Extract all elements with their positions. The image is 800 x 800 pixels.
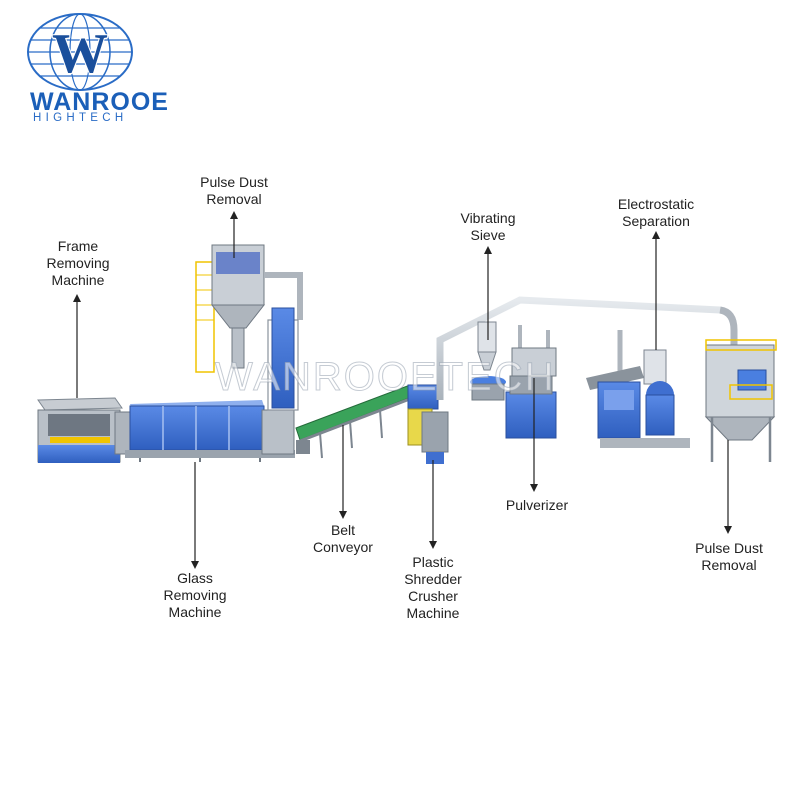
glass-removing-machine: [114, 400, 295, 462]
watermark: WANROOETECH: [215, 355, 556, 400]
pulverizer: [505, 347, 557, 439]
pulse-dust-removal-right: [704, 339, 777, 462]
logo-subtitle: HIGHTECH: [33, 112, 128, 124]
label-pulverizer: Pulverizer: [505, 497, 569, 513]
logo-mark: W: [52, 23, 108, 85]
label-pulse-dust-right: Pulse Dust Removal: [695, 540, 763, 573]
logo-globe: W: [27, 13, 133, 91]
pipe-network: [436, 296, 738, 400]
label-frame-removing: Frame Removing Machine: [46, 238, 110, 288]
electrostatic-separator: [586, 349, 690, 448]
label-pulse-dust-top: Pulse Dust Removal: [200, 174, 268, 207]
label-plastic-shredder: Plastic Shredder Crusher Machine: [404, 554, 462, 621]
plastic-shredder: [407, 384, 449, 464]
label-belt-conveyor: Belt Conveyor: [313, 522, 373, 555]
label-glass-removing: Glass Removing Machine: [163, 570, 227, 620]
vibrating-sieve: [470, 321, 506, 401]
label-electrostatic: Electrostatic Separation: [617, 196, 695, 229]
logo-brand: WANROOE: [30, 88, 169, 116]
label-vibrating-sieve: Vibrating Sieve: [460, 210, 516, 243]
frame-removing-machine: [37, 397, 123, 463]
column-tower: [271, 307, 295, 409]
pulse-dust-removal-top: [195, 244, 303, 411]
belt-conveyor: [295, 384, 416, 459]
